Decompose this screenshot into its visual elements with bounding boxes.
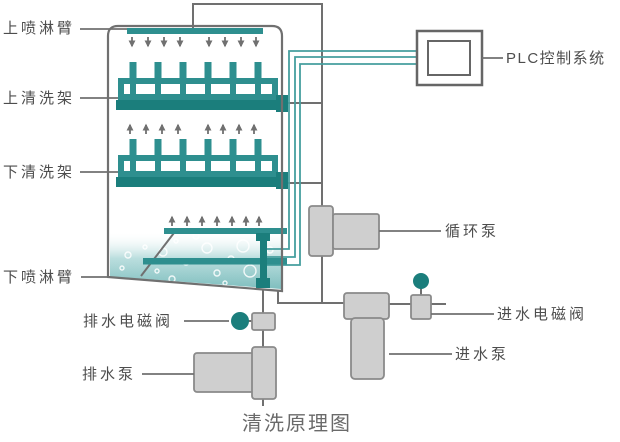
leader-lines: [80, 28, 503, 375]
inlet-pump: [343, 292, 390, 380]
label-drain-solenoid-valve: 排水电磁阀: [83, 313, 174, 330]
pipes: [192, 3, 446, 406]
drain-pump: [193, 346, 277, 400]
label-bottom-spray-arm: 下喷淋臂: [3, 269, 76, 286]
tank-outlet-pipe: [277, 290, 345, 304]
label-lower-wash-rack: 下清洗架: [3, 164, 76, 181]
label-drain-pump: 排水泵: [82, 366, 137, 383]
mid-spray-arrows: [126, 123, 258, 134]
circulation-supply-pipe: [192, 3, 323, 303]
label-top-spray-arm: 上喷淋臂: [3, 20, 76, 37]
tank-outline: [106, 24, 284, 293]
label-plc-control-system: PLC控制系统: [506, 50, 606, 67]
valve-actuator: [231, 312, 249, 330]
bottom-spray-arm-bar: [164, 228, 287, 234]
bottom-spray-feed-bar: [143, 258, 287, 265]
label-inlet-solenoid-valve: 进水电磁阀: [497, 306, 588, 323]
label-inlet-pump: 进水泵: [455, 346, 510, 363]
top-spray-arrows: [128, 37, 260, 48]
label-upper-wash-rack: 上清洗架: [3, 90, 76, 107]
top-spray-arm-bar: [127, 28, 263, 34]
riser-joint-top: [256, 233, 270, 241]
plc-box: [415, 29, 484, 87]
riser-joint-bottom: [256, 278, 270, 288]
circulation-pump: [308, 205, 380, 257]
label-circulation-pump: 循环泵: [445, 223, 500, 240]
diagram-title: 清洗原理图: [242, 413, 352, 435]
inlet-solenoid-valve: [410, 273, 432, 320]
drain-solenoid-valve: [231, 312, 276, 331]
valve-actuator: [413, 273, 429, 289]
tank-drain-riser: [260, 234, 267, 288]
spray-arm-strut: [140, 228, 178, 277]
bottom-spray-arrows: [168, 215, 263, 226]
